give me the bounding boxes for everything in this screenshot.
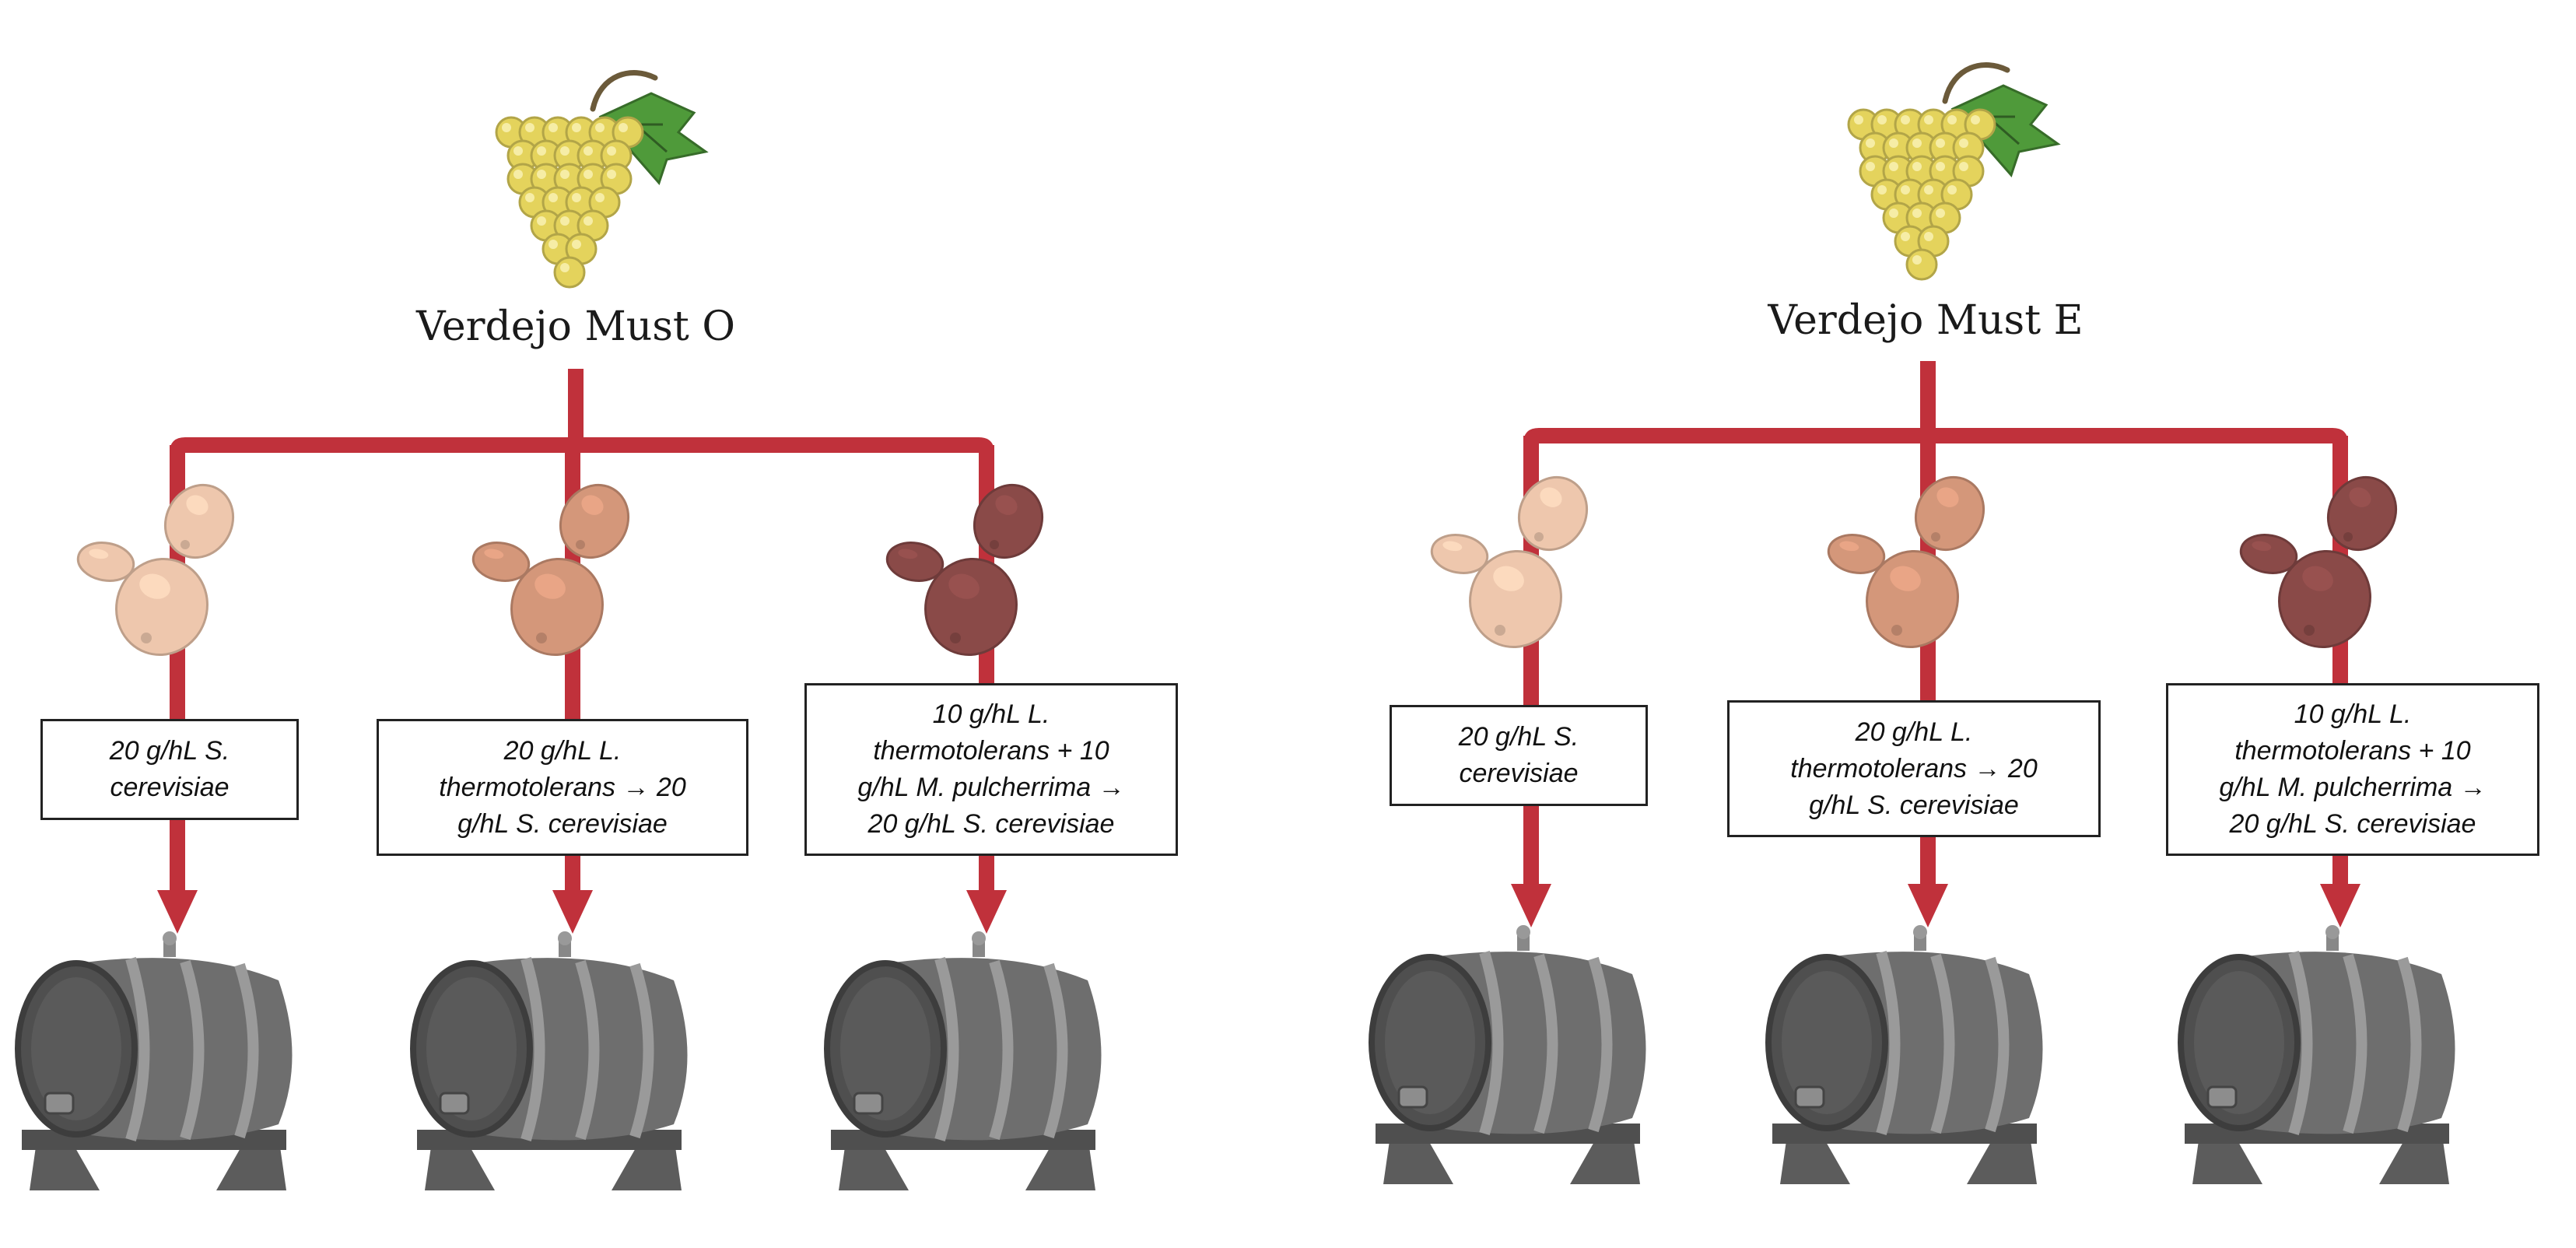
treatment-text-line: thermotolerans → 20 bbox=[439, 772, 686, 802]
treatment-text-line: thermotolerans → 20 bbox=[1790, 753, 2038, 784]
treatment-text-line: g/hL M. pulcherrima → bbox=[857, 773, 1125, 802]
treatment-text-line: 20 g/hL L. bbox=[1855, 717, 1973, 747]
tan-yeast-icon bbox=[471, 483, 630, 657]
treatment-text-line: thermotolerans + 10 bbox=[2234, 736, 2471, 766]
treatment-box-e-3: 10 g/hL L. thermotolerans + 10 g/hL M. pul… bbox=[2166, 683, 2539, 856]
treatment-text-line: g/hL S. cerevisiae bbox=[1809, 790, 2019, 820]
treatment-text-line: 20 g/hL S. bbox=[1458, 722, 1579, 752]
treatment-box-e-2: 20 g/hL L. thermotolerans → 20 g/hL S. cer… bbox=[1727, 700, 2101, 837]
wooden-barrel-icon bbox=[1765, 925, 2043, 1184]
wooden-barrel-icon bbox=[410, 931, 688, 1190]
treatment-text-line: 20 g/hL L. bbox=[503, 735, 622, 766]
treatment-box-o-2: 20 g/hL L. thermotolerans → 20 g/hL S. cer… bbox=[377, 719, 748, 856]
dark-yeast-icon bbox=[885, 483, 1044, 657]
treatment-text-line: cerevisiae bbox=[1459, 759, 1579, 788]
wooden-barrel-icon bbox=[2178, 925, 2455, 1184]
treatment-text-line: g/hL S. cerevisiae bbox=[457, 808, 668, 839]
wooden-barrel-icon bbox=[15, 931, 293, 1190]
arrow-head bbox=[552, 890, 593, 934]
light-yeast-icon bbox=[1430, 475, 1589, 649]
dark-yeast-icon bbox=[2239, 475, 2398, 649]
grape-bunch-icon bbox=[1847, 62, 2061, 281]
wooden-barrel-icon bbox=[1369, 925, 1646, 1184]
treatment-text-line: 20 g/hL S. bbox=[109, 736, 230, 766]
treatment-text-line: 10 g/hL L. bbox=[2294, 699, 2412, 729]
must-e-title: Verdejo Must E bbox=[1768, 297, 2084, 344]
must-o-title: Verdejo Must O bbox=[416, 303, 735, 350]
treatment-box-o-1: 20 g/hL S. cerevisiae bbox=[40, 719, 299, 820]
treatment-text-line: 20 g/hL S. cerevisiae bbox=[867, 809, 1115, 839]
treatment-text-line: 10 g/hL L. bbox=[932, 699, 1050, 729]
arrow-head bbox=[1908, 884, 1948, 927]
arrow-head bbox=[2320, 884, 2360, 927]
wooden-barrel-icon bbox=[824, 931, 1102, 1190]
treatment-text-line: cerevisiae bbox=[110, 773, 230, 802]
treatment-text-line: thermotolerans + 10 bbox=[873, 736, 1109, 766]
grape-bunch-icon bbox=[495, 70, 709, 289]
arrow-head bbox=[157, 890, 198, 934]
tan-yeast-icon bbox=[1827, 475, 1985, 649]
treatment-text-line: 20 g/hL S. cerevisiae bbox=[2229, 809, 2476, 839]
treatment-text-line: g/hL M. pulcherrima → bbox=[2219, 773, 2487, 802]
light-yeast-icon bbox=[76, 483, 235, 657]
arrow-head bbox=[966, 890, 1007, 934]
arrow-head bbox=[1511, 884, 1551, 927]
treatment-box-o-3: 10 g/hL L. thermotolerans + 10 g/hL M. pul… bbox=[804, 683, 1178, 856]
treatment-box-e-1: 20 g/hL S. cerevisiae bbox=[1390, 705, 1648, 806]
